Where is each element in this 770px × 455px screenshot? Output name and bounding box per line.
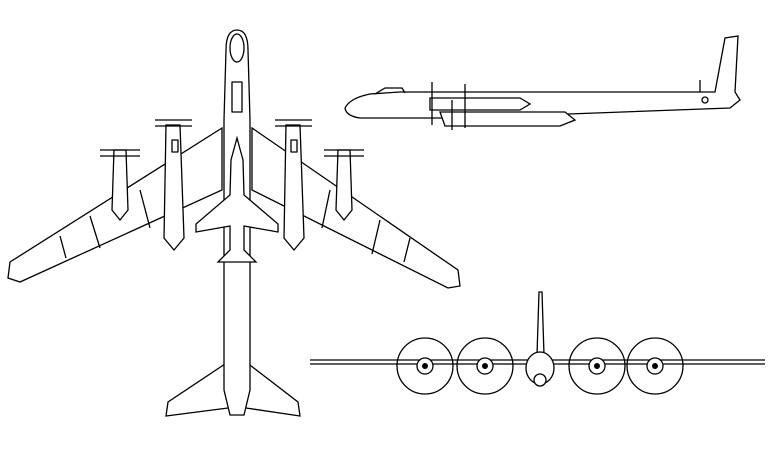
side-fuselage bbox=[344, 35, 741, 119]
parasite-fighter bbox=[195, 135, 279, 263]
right-wing bbox=[251, 126, 461, 289]
front-view bbox=[310, 291, 765, 395]
propeller-discs bbox=[396, 337, 684, 395]
side-view bbox=[344, 35, 741, 130]
engine-nacelles bbox=[100, 119, 364, 252]
front-fin bbox=[536, 291, 545, 356]
top-view bbox=[7, 29, 461, 417]
